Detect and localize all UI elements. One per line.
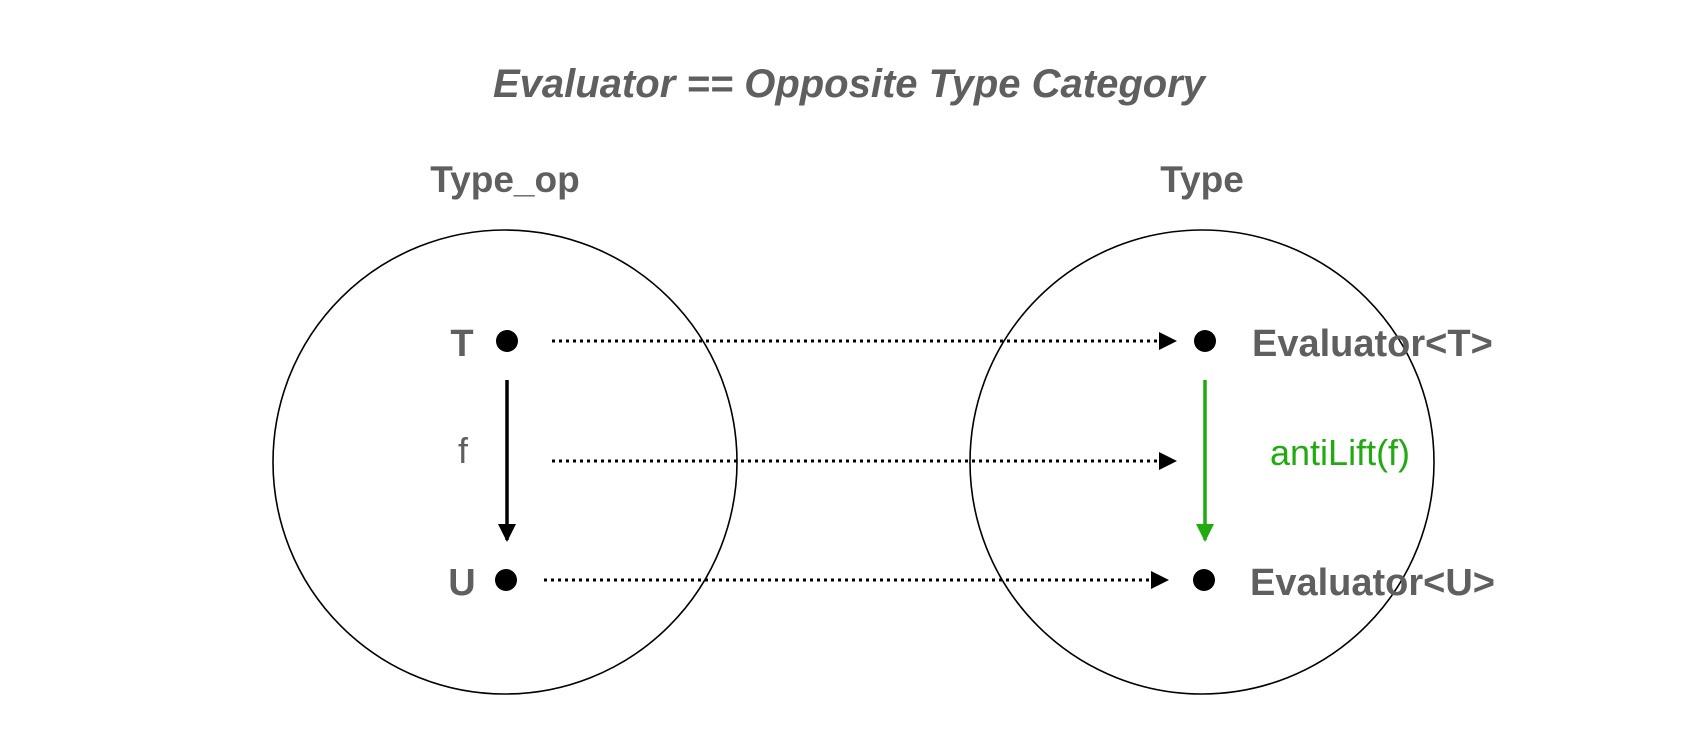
object-dot-u — [495, 569, 517, 591]
morphism-label-antilift: antiLift(f) — [1270, 432, 1410, 473]
category-circle-type — [969, 229, 1435, 695]
category-label-type-op: Type_op — [430, 159, 579, 200]
diagram-title: Evaluator == Opposite Type Category — [493, 62, 1207, 106]
object-dot-t — [496, 330, 518, 352]
object-label-evaluator-u: Evaluator<U> — [1250, 562, 1495, 604]
object-dot-evaluator-u — [1193, 569, 1215, 591]
category-label-type: Type — [1160, 159, 1244, 200]
object-label-u: U — [448, 562, 475, 604]
morphism-label-f: f — [458, 430, 469, 471]
object-label-evaluator-t: Evaluator<T> — [1252, 323, 1493, 365]
object-label-t: T — [450, 323, 473, 365]
category-circle-type-op — [272, 229, 738, 695]
object-dot-evaluator-t — [1194, 330, 1216, 352]
